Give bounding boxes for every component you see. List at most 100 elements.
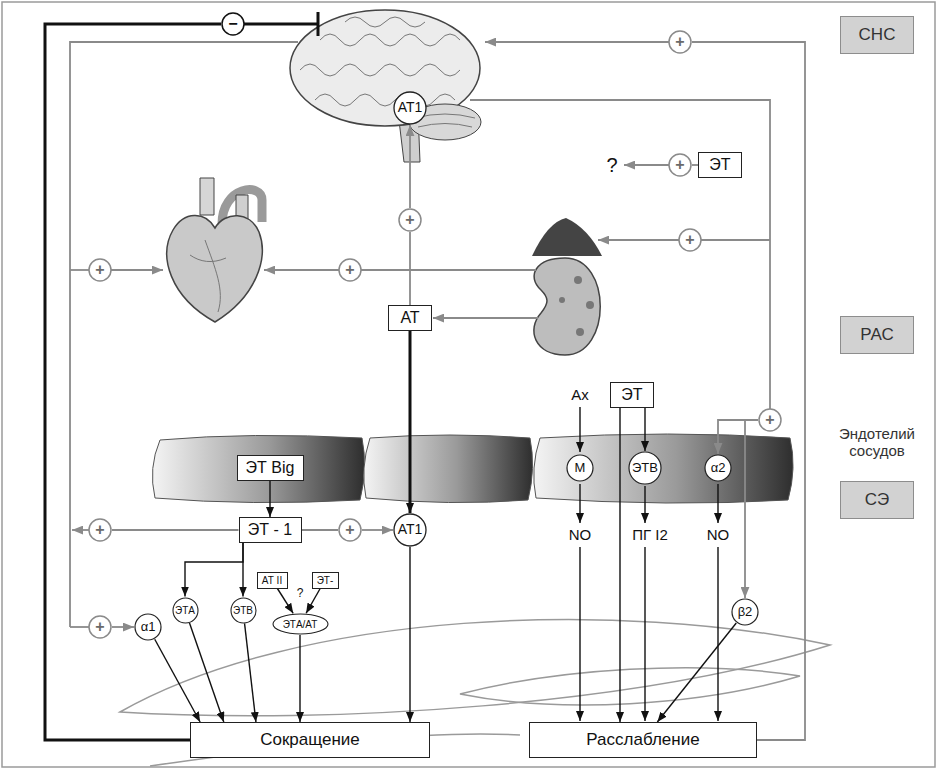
node-text: ЭТB: [233, 605, 253, 616]
connector: [189, 623, 223, 722]
node-text: ЭТB: [632, 461, 658, 475]
connector: [409, 125, 411, 208]
node-text: Сокращение: [260, 731, 360, 750]
connector: [269, 481, 270, 517]
node-text: +: [345, 521, 354, 539]
brain-gyrus: [345, 17, 425, 27]
label-text: NO: [707, 526, 730, 543]
connector: [155, 639, 200, 722]
receptor-circle: АТ1: [393, 513, 427, 547]
node-shape: [173, 598, 198, 623]
signal-arrow: [717, 484, 718, 523]
signal-arrow: [433, 317, 538, 319]
node-text: РАС: [860, 326, 893, 345]
node-text: АТ II: [262, 575, 282, 586]
node-text: ЭТ Big: [246, 459, 295, 477]
sign-circle: +: [88, 258, 112, 282]
system-label-box: СЭ: [840, 481, 914, 519]
connector: [619, 408, 620, 722]
node-text: АТ: [400, 309, 419, 327]
node-text: СНС: [859, 26, 896, 45]
sign-circle: +: [758, 408, 782, 432]
node-shape: [89, 519, 111, 541]
signal-line: [70, 626, 89, 628]
connector: [657, 623, 736, 722]
node-text: +: [765, 411, 774, 429]
substance-box: ЭТ Big: [237, 455, 304, 481]
receptor-circle: α2: [704, 454, 732, 482]
node-text: СЭ: [865, 491, 889, 510]
label: Ах: [569, 386, 591, 403]
label: ?: [295, 587, 306, 601]
node-shape: [394, 92, 426, 124]
receptor-circle: β2: [731, 598, 759, 626]
connector: [718, 420, 758, 454]
receptor-circle: АТ1: [393, 91, 427, 125]
node-shape: [231, 598, 256, 623]
label: NO: [567, 526, 594, 543]
receptor-circle: α1: [134, 613, 162, 641]
receptor-circle: М: [566, 454, 594, 482]
node-text: −: [228, 15, 237, 33]
node-shape: [705, 455, 731, 481]
smooth-muscle-cell: [460, 668, 800, 705]
substance-box: ЭТ-: [312, 572, 339, 589]
label-text: Ах: [571, 386, 589, 403]
system-label-box: СНС: [840, 16, 914, 54]
heart-illustration: [167, 215, 262, 322]
node-shape: [273, 614, 328, 634]
node-text: +: [95, 261, 104, 279]
smooth-muscle-cell: [120, 620, 830, 716]
node-text: ЭТ: [709, 156, 730, 174]
inhibition-bar: [244, 12, 318, 36]
signal-arrow: [624, 164, 669, 166]
substance-box: АТ: [388, 305, 432, 331]
sign-circle: +: [338, 258, 362, 282]
connector: [45, 24, 221, 740]
sign-circle: +: [88, 615, 112, 639]
node-shape: [394, 514, 426, 546]
node-shape: [732, 599, 758, 625]
connector: [745, 420, 758, 598]
connector: [112, 626, 134, 628]
substance-box: АТ II: [257, 572, 288, 589]
connector: [185, 543, 243, 597]
kidney-detail: [586, 301, 594, 309]
signal-line: [701, 239, 770, 241]
brain-gyrus: [315, 94, 455, 106]
node-shape: [759, 409, 781, 431]
receptor-circle: ЭТB: [230, 597, 257, 624]
connector: [299, 635, 300, 722]
label: ?: [604, 154, 619, 177]
connector: [306, 589, 320, 614]
kidney-illustration: [534, 258, 600, 355]
kidney-detail: [574, 276, 582, 284]
connector: [362, 529, 393, 531]
node-shape: [669, 154, 691, 176]
label: ПГ I2: [630, 526, 670, 543]
node-shape: [669, 31, 691, 53]
receptor-circle: ЭТA: [172, 597, 199, 624]
brain-gyrus: [320, 34, 460, 46]
node-text: М: [575, 461, 586, 475]
signal-arrow: [579, 484, 580, 523]
node-text: +: [675, 33, 684, 51]
receptor-circle: ЭТB: [628, 451, 662, 485]
effect-box: Расслабление: [529, 722, 757, 758]
node-shape: [135, 614, 161, 640]
signal-arrow: [111, 269, 163, 271]
label-text: ?: [606, 154, 617, 176]
substance-box: ЭТ: [698, 152, 742, 178]
label: NO: [705, 526, 732, 543]
node-shape: [89, 616, 111, 638]
brain-gyrus: [300, 64, 460, 76]
node-shape: [339, 519, 361, 541]
node-shape: [679, 229, 701, 251]
node-text: АТ1: [398, 100, 423, 115]
receptor-oval: ЭТA/АТ: [272, 613, 329, 635]
signal-line: [361, 269, 536, 271]
signal-line: [70, 269, 89, 271]
sign-circle: +: [678, 228, 702, 252]
